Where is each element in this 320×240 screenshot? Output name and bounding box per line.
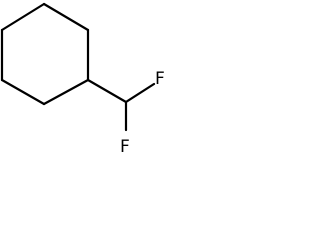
carbon-fluorine-bond (124, 82, 156, 104)
cyclohexane-ring (0, 2, 90, 106)
fluorine-atom-label: F (155, 69, 165, 89)
difluoromethyl-group: F F (86, 69, 165, 157)
ring-to-carbon-bond (86, 78, 128, 104)
ring-bond (0, 2, 46, 32)
ring-bond (42, 78, 90, 106)
fluorine-atom-label: F (120, 137, 130, 157)
ring-bond (42, 2, 90, 32)
molecule-structure: F F (0, 2, 165, 157)
ring-bond (0, 78, 46, 106)
